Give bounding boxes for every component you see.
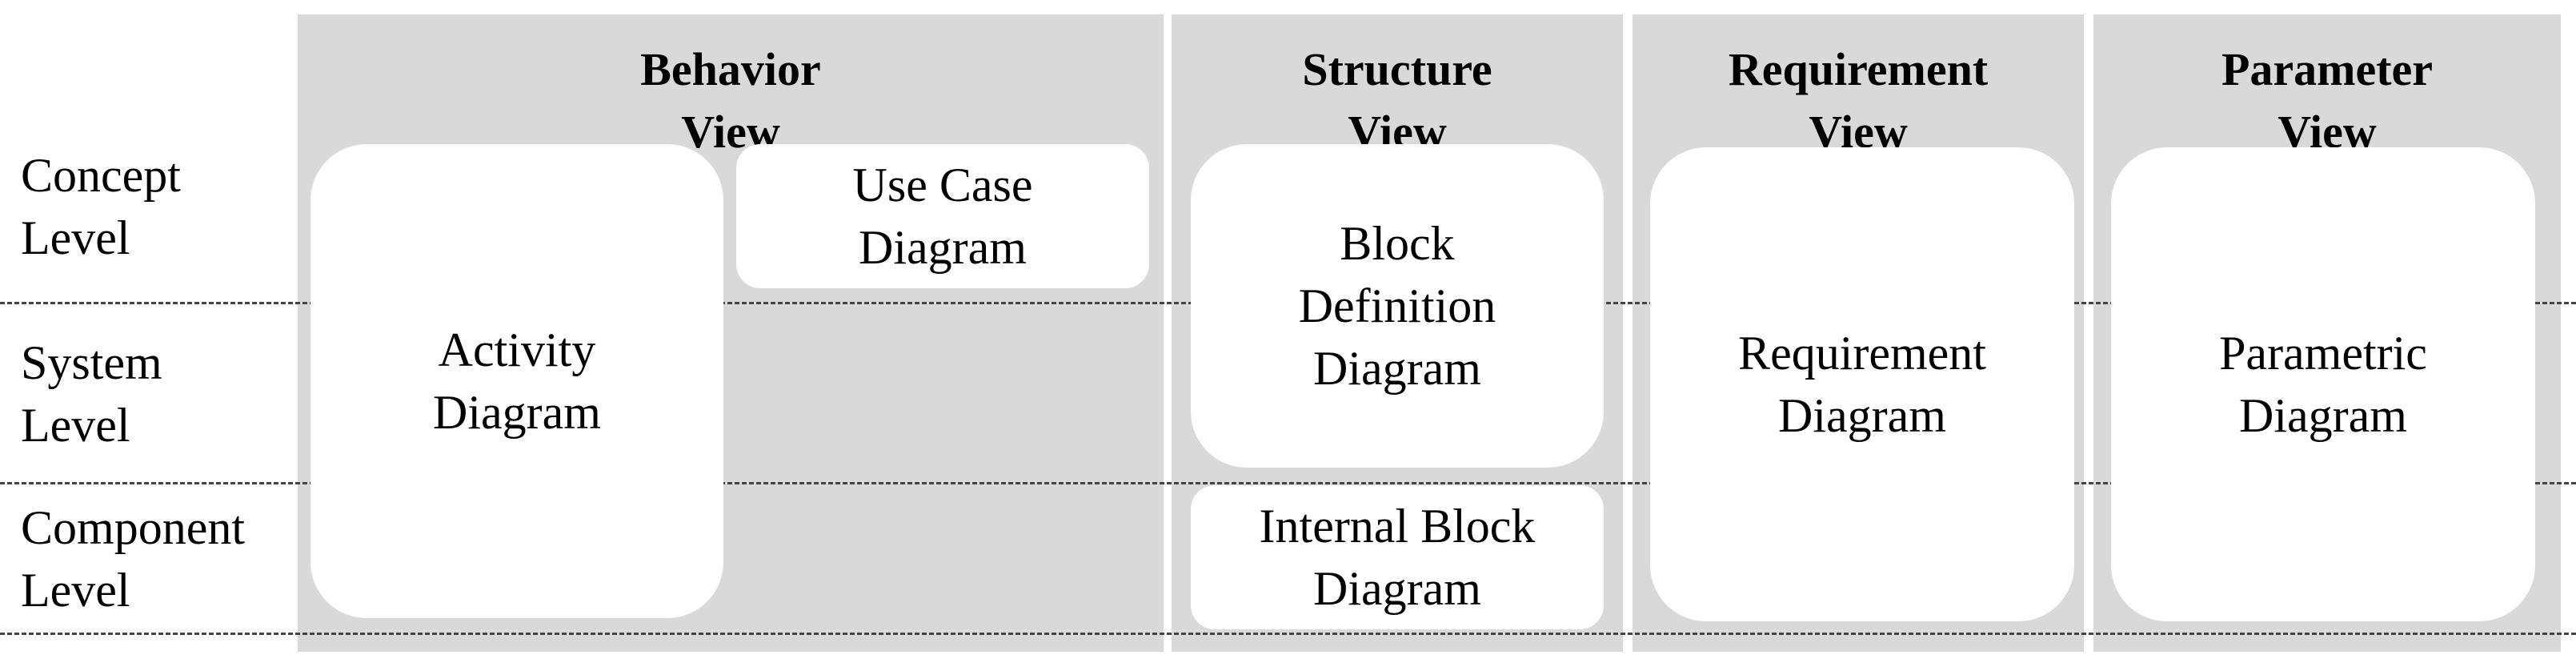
level-label-concept: Concept Level (21, 149, 181, 264)
requirement-view-header: Requirement View (1728, 43, 1989, 158)
parametric-diagram-box: Parametric Diagram (2111, 147, 2535, 621)
level-label-system: System Level (21, 336, 162, 452)
block-definition-diagram-box: Block Definition Diagram (1191, 144, 1604, 468)
bottom-separator (0, 633, 2576, 635)
internal-block-diagram-box: Internal Block Diagram (1191, 485, 1604, 629)
parameter-view-header: Parameter View (2221, 43, 2434, 158)
activity-diagram-box: Activity Diagram (310, 144, 723, 618)
system-component-separator (0, 482, 2576, 484)
requirement-diagram-box: Requirement Diagram (1650, 147, 2074, 621)
structure-view-header: Structure View (1302, 43, 1492, 158)
level-label-component: Component Level (21, 501, 245, 617)
use-case-diagram-box: Use Case Diagram (736, 144, 1149, 288)
